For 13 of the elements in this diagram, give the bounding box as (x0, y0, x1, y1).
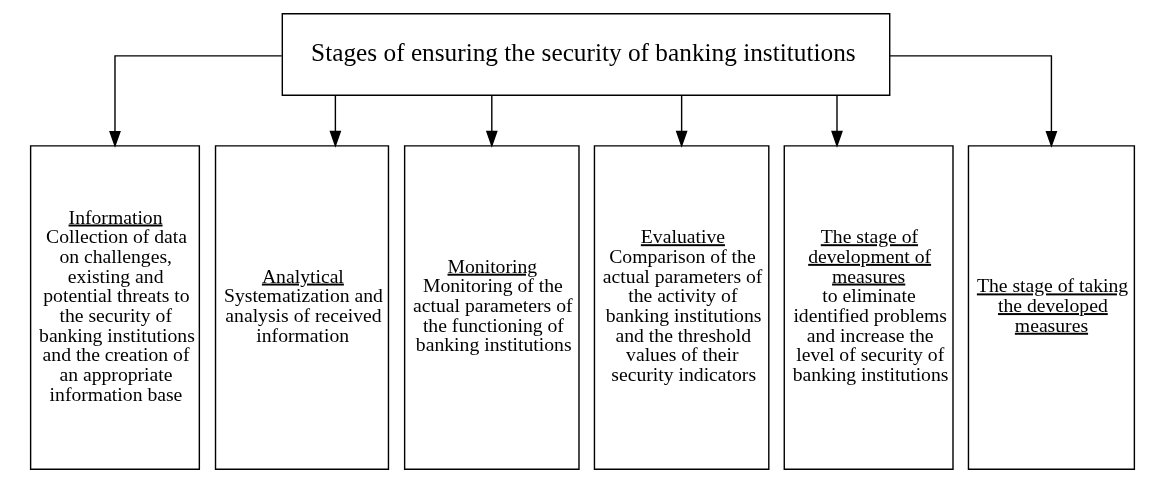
node-box: Monitoring Monitoring of the actual parameters of the functioning of banking institutions (403, 145, 580, 470)
arrow (830, 95, 843, 148)
node-box: The stage of taking the developed measures (967, 145, 1135, 470)
arrow (108, 55, 282, 148)
node-box: Stages of ensuring the security of banking institutions (281, 13, 890, 96)
arrow (888, 55, 1057, 148)
arrow (328, 95, 341, 148)
node-box: Analytical Systematization and analysis of received information (214, 145, 389, 470)
node-box: Information Collection of data on challenges, existing and potential threats to the security of banking institutions and the creation of an appropriate information base (29, 145, 200, 470)
node-box: The stage of development of measures to eliminate identified problems and increase the level of security of banking institutions (783, 145, 954, 470)
arrow (675, 95, 688, 148)
arrow (485, 95, 498, 148)
node-box: Evaluative Comparison of the actual parameters of the activity of banking institutions and the threshold values of their security indicators (593, 145, 769, 470)
